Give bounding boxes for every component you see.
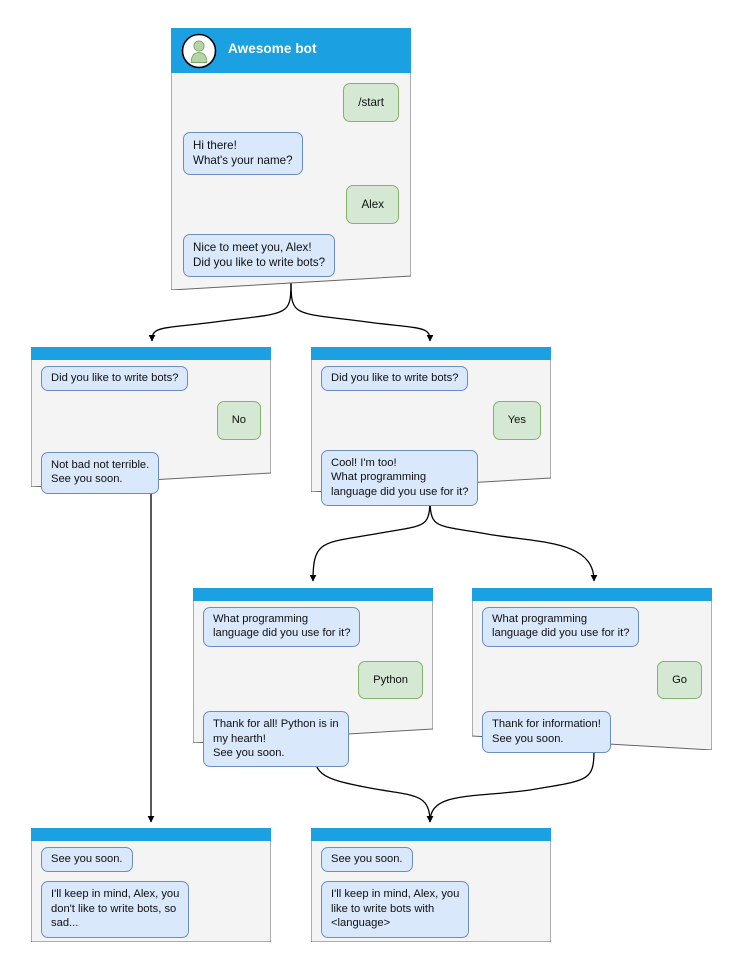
message-row: Thank for all! Python is in my hearth! S… <box>203 711 423 768</box>
bot-message-bubble[interactable]: I'll keep in mind, Alex, you like to wri… <box>321 881 470 938</box>
card-titlebar <box>472 588 712 601</box>
message-row: Alex <box>183 185 399 224</box>
chat-transcript: See you soon. I'll keep in mind, Alex, y… <box>311 841 551 946</box>
prompt-message-bubble[interactable]: Did you like to write bots? <box>41 366 189 392</box>
bot-message-bubble[interactable]: Cool! I'm too! What programming language… <box>321 449 479 507</box>
chat-card-yes-branch[interactable]: Did you like to write bots? Yes Cool! I'… <box>311 347 551 507</box>
message-row: Cool! I'm too! What programming language… <box>321 449 541 507</box>
message-row: What programming language did you use fo… <box>482 607 702 647</box>
chat-card-end-no[interactable]: See you soon. I'll keep in mind, Alex, y… <box>31 828 271 942</box>
bot-title: Awesome bot <box>228 41 317 56</box>
message-row: Thank for information! See you soon. <box>482 711 702 754</box>
card-titlebar: Awesome bot <box>171 28 411 73</box>
message-row: Yes <box>321 401 541 440</box>
card-titlebar <box>311 828 551 841</box>
chat-transcript: What programming language did you use fo… <box>472 601 712 761</box>
chat-transcript: See you soon. I'll keep in mind, Alex, y… <box>31 841 271 946</box>
user-message-bubble[interactable]: Go <box>657 660 702 700</box>
chat-transcript: /start Hi there! What's your name? Alex … <box>171 73 411 289</box>
prompt-message-bubble[interactable]: See you soon. <box>41 847 133 873</box>
message-row: No <box>41 401 261 440</box>
user-message-bubble[interactable]: /start <box>343 83 399 122</box>
bot-message-bubble[interactable]: Not bad not terrible. See you soon. <box>41 451 160 494</box>
card-titlebar <box>31 347 271 360</box>
user-avatar-icon <box>181 33 217 69</box>
message-row: Did you like to write bots? <box>41 366 261 392</box>
user-message-bubble[interactable]: Alex <box>346 185 399 224</box>
card-titlebar <box>193 588 433 601</box>
message-row: Go <box>482 660 702 700</box>
prompt-message-bubble[interactable]: Did you like to write bots? <box>321 366 469 392</box>
message-row: See you soon. <box>41 847 261 873</box>
user-message-bubble[interactable]: Yes <box>492 401 541 440</box>
chat-card-end-yes[interactable]: See you soon. I'll keep in mind, Alex, y… <box>311 828 551 942</box>
message-row: /start <box>183 83 399 122</box>
card-titlebar <box>311 347 551 360</box>
card-titlebar <box>31 828 271 841</box>
message-row: See you soon. <box>321 847 541 873</box>
message-row: I'll keep in mind, Alex, you like to wri… <box>321 881 541 938</box>
chat-transcript: Did you like to write bots? No Not bad n… <box>31 360 271 502</box>
chat-card-go-branch[interactable]: What programming language did you use fo… <box>472 588 712 754</box>
chat-card-python-branch[interactable]: What programming language did you use fo… <box>193 588 433 768</box>
prompt-message-bubble[interactable]: What programming language did you use fo… <box>482 607 640 647</box>
bot-message-bubble[interactable]: I'll keep in mind, Alex, you don't like … <box>41 881 190 938</box>
bot-message-bubble[interactable]: Thank for information! See you soon. <box>482 711 611 754</box>
user-message-bubble[interactable]: No <box>216 401 261 440</box>
chat-transcript: Did you like to write bots? Yes Cool! I'… <box>311 360 551 514</box>
chat-card-root[interactable]: Awesome bot /start Hi there! What's your… <box>171 28 411 290</box>
message-row: Did you like to write bots? <box>321 366 541 392</box>
message-row: Not bad not terrible. See you soon. <box>41 451 261 494</box>
prompt-message-bubble[interactable]: See you soon. <box>321 847 413 873</box>
bot-message-bubble[interactable]: Nice to meet you, Alex! Did you like to … <box>183 234 336 277</box>
chat-card-no-branch[interactable]: Did you like to write bots? No Not bad n… <box>31 347 271 494</box>
chat-transcript: What programming language did you use fo… <box>193 601 433 775</box>
message-row: I'll keep in mind, Alex, you don't like … <box>41 881 261 938</box>
bot-message-bubble[interactable]: Hi there! What's your name? <box>183 132 303 175</box>
user-message-bubble[interactable]: Python <box>358 660 423 700</box>
message-row: What programming language did you use fo… <box>203 607 423 647</box>
message-row: Hi there! What's your name? <box>183 132 399 175</box>
prompt-message-bubble[interactable]: What programming language did you use fo… <box>203 607 361 647</box>
message-row: Python <box>203 660 423 700</box>
bot-message-bubble[interactable]: Thank for all! Python is in my hearth! S… <box>203 711 349 768</box>
message-row: Nice to meet you, Alex! Did you like to … <box>183 234 399 277</box>
